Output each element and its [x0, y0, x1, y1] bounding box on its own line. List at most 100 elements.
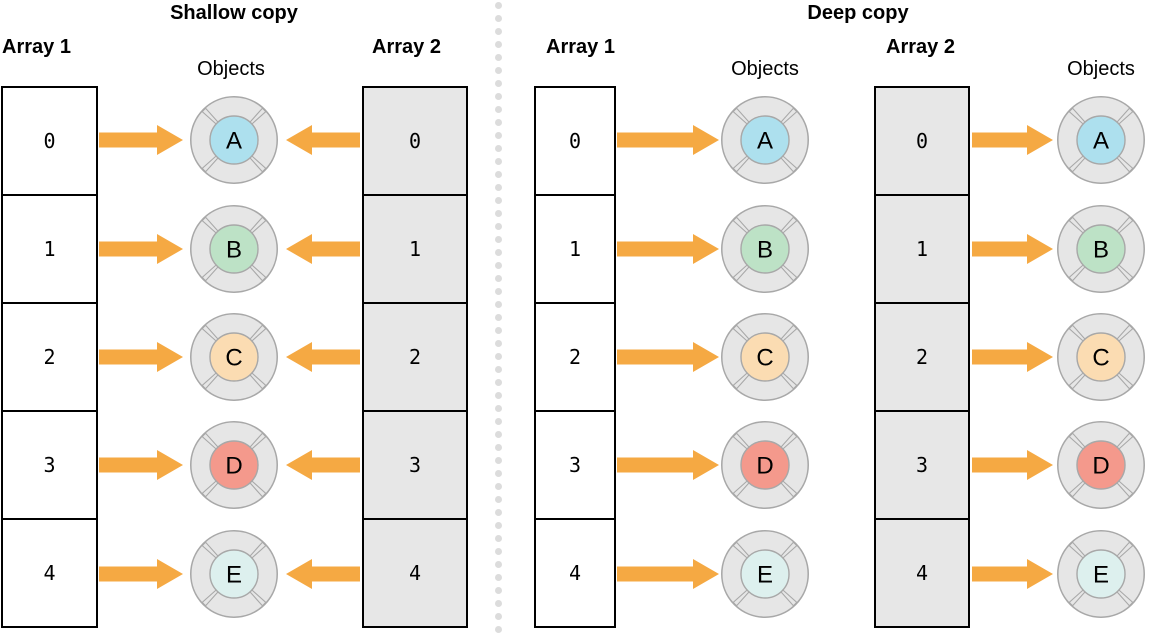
array-cell-3: 3 — [364, 412, 466, 520]
column-header-deep-objects-1: Objects — [731, 58, 799, 80]
divider-dot — [495, 561, 502, 568]
array-cell-1: 1 — [876, 196, 968, 304]
array-cell-4: 4 — [876, 520, 968, 626]
divider-dot — [495, 366, 502, 373]
array-cell-2: 2 — [536, 304, 614, 412]
array-cell-3: 3 — [876, 412, 968, 520]
divider-dot — [495, 223, 502, 230]
arrow-deep-a1-to-object-4 — [617, 551, 719, 602]
arrow-deep-a2-to-object-3 — [972, 442, 1053, 493]
arrow-shallow-a2-to-object-3 — [286, 442, 360, 493]
divider-dot — [495, 392, 502, 399]
array-cell-0: 0 — [876, 88, 968, 196]
array-cell-1: 1 — [3, 196, 96, 304]
divider-dot — [495, 431, 502, 438]
divider-dot — [495, 119, 502, 126]
divider-dot — [495, 587, 502, 594]
divider-dot — [495, 93, 502, 100]
svg-text:B: B — [1093, 236, 1109, 263]
svg-text:E: E — [1093, 561, 1109, 588]
divider-dot — [495, 28, 502, 35]
array-cell-3: 3 — [536, 412, 614, 520]
column-header-shallow-array-2: Array 2 — [372, 36, 441, 58]
divider-dot — [495, 327, 502, 334]
column-header-deep-array-2: Array 2 — [886, 36, 955, 58]
divider-dot — [495, 288, 502, 295]
object-shallow-a: A — [190, 96, 278, 185]
divider-dot — [495, 262, 502, 269]
divider-dot — [495, 67, 502, 74]
array-cell-2: 2 — [364, 304, 466, 412]
arrow-shallow-a2-to-object-2 — [286, 334, 360, 385]
divider-dot — [495, 600, 502, 607]
divider-dot — [495, 340, 502, 347]
column-header-shallow-objects: Objects — [197, 58, 265, 80]
svg-text:E: E — [226, 561, 242, 588]
arrow-deep-a1-to-object-2 — [617, 334, 719, 385]
divider-dot — [495, 236, 502, 243]
divider-dot — [495, 626, 502, 633]
svg-text:E: E — [757, 561, 773, 588]
divider-dot — [495, 613, 502, 620]
divider-dot — [495, 210, 502, 217]
object-deep-left-d: D — [721, 421, 809, 510]
object-deep-right-d: D — [1057, 421, 1145, 510]
object-deep-right-c: C — [1057, 313, 1145, 401]
array-cell-0: 0 — [3, 88, 96, 196]
arrow-deep-a2-to-object-1 — [972, 226, 1053, 277]
svg-text:C: C — [1092, 345, 1109, 372]
divider-dot — [495, 197, 502, 204]
arrow-shallow-a1-to-object-2 — [99, 334, 183, 385]
divider-dot — [495, 509, 502, 516]
panel-title-shallow: Shallow copy — [170, 2, 298, 24]
svg-text:D: D — [225, 453, 242, 480]
divider-dot — [495, 145, 502, 152]
svg-text:A: A — [226, 128, 242, 155]
object-shallow-e: E — [190, 529, 278, 618]
divider-dot — [495, 314, 502, 321]
array-cell-2: 2 — [3, 304, 96, 412]
divider-dot — [495, 171, 502, 178]
svg-text:D: D — [1092, 453, 1109, 480]
divider-dot — [495, 158, 502, 165]
object-deep-left-e: E — [721, 529, 809, 618]
arrow-deep-a1-to-object-3 — [617, 442, 719, 493]
object-shallow-c: C — [190, 313, 278, 401]
divider-dot — [495, 132, 502, 139]
divider-dot — [495, 405, 502, 412]
divider-dot — [495, 379, 502, 386]
object-deep-right-a: A — [1057, 96, 1145, 185]
object-shallow-b: B — [190, 204, 278, 293]
divider-dot — [495, 353, 502, 360]
array-cell-0: 0 — [536, 88, 614, 196]
object-deep-left-c: C — [721, 313, 809, 401]
divider-dot — [495, 15, 502, 22]
column-header-shallow-array-1: Array 1 — [2, 36, 71, 58]
arrow-deep-a1-to-object-1 — [617, 226, 719, 277]
array-cell-2: 2 — [876, 304, 968, 412]
divider-dot — [495, 535, 502, 542]
divider-dot — [495, 444, 502, 451]
arrow-shallow-a1-to-object-3 — [99, 442, 183, 493]
arrow-shallow-a1-to-object-1 — [99, 226, 183, 277]
array-cell-4: 4 — [364, 520, 466, 626]
column-header-deep-objects-2: Objects — [1067, 58, 1135, 80]
array-cell-0: 0 — [364, 88, 466, 196]
arrow-deep-a2-to-object-2 — [972, 334, 1053, 385]
object-shallow-d: D — [190, 421, 278, 510]
divider-dot — [495, 301, 502, 308]
column-header-deep-array-1: Array 1 — [546, 36, 615, 58]
arrow-shallow-a2-to-object-1 — [286, 226, 360, 277]
divider-dot — [495, 106, 502, 113]
divider-dot — [495, 483, 502, 490]
divider-dot — [495, 249, 502, 256]
divider-dot — [495, 548, 502, 555]
arrow-deep-a2-to-object-4 — [972, 551, 1053, 602]
arrow-deep-a1-to-object-0 — [617, 117, 719, 168]
object-deep-left-b: B — [721, 204, 809, 293]
divider-dot — [495, 184, 502, 191]
